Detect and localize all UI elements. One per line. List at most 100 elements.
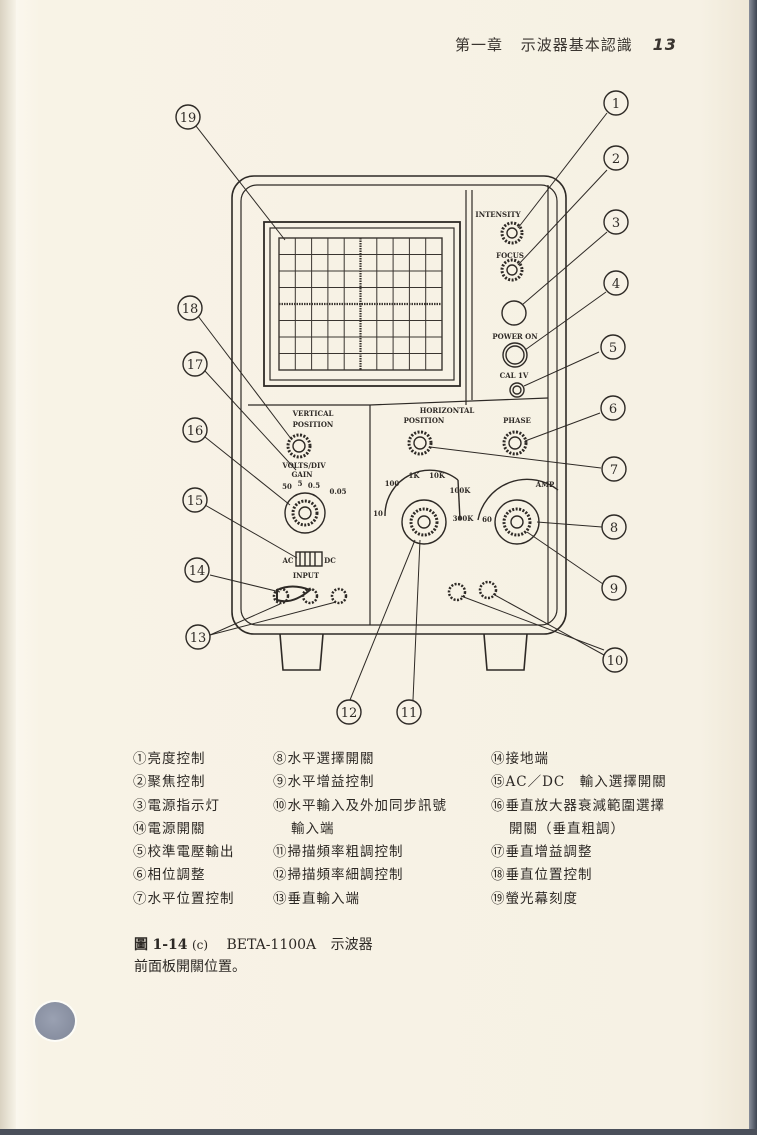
svg-text:300K: 300K	[453, 514, 475, 523]
svg-text:17: 17	[187, 358, 204, 373]
callout-2: 2	[603, 145, 629, 171]
legend-column-2: ⑧水平選擇開關 ⑨水平增益控制 ⑩水平輸入及外加同步訊號 輸入端 ⑪掃描頻率粗調…	[273, 748, 447, 911]
chapter-title: 示波器基本認識	[520, 36, 633, 54]
svg-text:15: 15	[187, 494, 204, 509]
legend-item: ⑮AC／DC 輸入選擇開關	[491, 774, 667, 791]
screen-bezel-inner	[269, 227, 455, 381]
legend-column-1: ①亮度控制 ②聚焦控制 ③電源指示灯 ⑭電源開關 ⑤校準電壓輸出 ⑥相位調整 ⑦…	[133, 748, 235, 911]
svg-text:6: 6	[609, 402, 617, 417]
legend-item: ⑬垂直輸入端	[273, 890, 360, 907]
legend-item: ②聚焦控制	[133, 774, 206, 791]
external-sync-terminal	[478, 580, 498, 600]
sweep-coarse-knob	[401, 499, 447, 545]
svg-text:10: 10	[607, 654, 624, 669]
svg-text:100K: 100K	[450, 486, 472, 495]
screen-bezel-outer	[263, 221, 461, 387]
caption-line-2: 前面板開關位置。	[134, 959, 246, 975]
callout-12: 12	[336, 699, 362, 725]
intensity-knob	[500, 221, 524, 245]
svg-text:1: 1	[612, 97, 620, 112]
callout-14: 14	[184, 557, 210, 583]
legend-item: ⑭電源開關	[133, 820, 206, 837]
focus-knob	[500, 258, 524, 282]
svg-text:11: 11	[401, 706, 418, 721]
figure-number: 1-14	[152, 937, 188, 953]
vertical-input-terminal-2	[330, 587, 348, 605]
legend-item-continuation: 輸入端	[291, 820, 335, 837]
svg-text:5: 5	[609, 341, 617, 356]
callout-7: 7	[601, 456, 627, 482]
horizontal-gain-knob	[494, 499, 540, 545]
vertical-position-knob	[286, 433, 312, 459]
label-horizontal-position: POSITION	[404, 416, 445, 425]
callout-3: 3	[603, 209, 629, 235]
callout-18: 18	[177, 295, 203, 321]
legend-item: ①亮度控制	[133, 751, 206, 767]
callout-9: 9	[601, 575, 627, 601]
label-vertical-position: POSITION	[293, 420, 334, 429]
legend-item: ⑨水平增益控制	[273, 774, 375, 791]
page-number: 13	[652, 35, 677, 54]
legend-item: ⑯垂直放大器衰減範圍選擇	[491, 797, 665, 814]
callout-8: 8	[601, 514, 627, 540]
label-vertical: VERTICAL	[292, 409, 334, 418]
callout-leaders	[195, 112, 608, 701]
svg-text:5: 5	[298, 479, 303, 488]
legend-item: ⑦水平位置控制	[133, 890, 235, 907]
callout-markers: 1 2 3 4 5 6 7 8 9 10 11 12 13 14 15 16 1…	[175, 90, 629, 725]
svg-text:0.5: 0.5	[308, 481, 320, 490]
label-horizontal: HORIZONTAL	[420, 406, 475, 415]
ac-dc-switch	[295, 551, 323, 567]
svg-text:8: 8	[610, 521, 618, 536]
legend-item: ⑭接地端	[491, 751, 549, 767]
label-dc: DC	[324, 556, 336, 565]
callout-4: 4	[603, 270, 629, 296]
legend-item: ⑧水平選擇開關	[273, 751, 375, 767]
svg-text:1K: 1K	[409, 471, 421, 480]
running-header: 第一章 示波器基本認識 13	[455, 34, 677, 55]
label-gain: GAIN	[291, 470, 313, 479]
oscilloscope-diagram: INTENSITY FOCUS POWER ON CAL 1V VERTICAL…	[175, 90, 629, 725]
label-volts-div: VOLTS/DIV	[281, 461, 326, 470]
left-foot	[279, 633, 324, 671]
legend-item: ⑱垂直位置控制	[491, 867, 593, 884]
legend-item: ⑤校準電壓輸出	[133, 844, 235, 861]
label-input: INPUT	[293, 571, 320, 580]
model-name: BETA-1100A	[226, 937, 317, 953]
legend-item: ⑰垂直增益調整	[491, 844, 593, 861]
legend-item: ⑥相位調整	[133, 867, 206, 884]
svg-text:7: 7	[610, 463, 618, 478]
callout-6: 6	[600, 395, 626, 421]
vertical-input-terminal	[272, 587, 290, 605]
legend-item: ⑩水平輸入及外加同步訊號	[273, 797, 447, 814]
callout-11: 11	[396, 699, 422, 725]
callout-19: 19	[175, 104, 201, 130]
cabinet-inner	[240, 184, 558, 626]
legend-item: ⑫掃描頻率細調控制	[273, 867, 404, 884]
svg-text:18: 18	[182, 302, 199, 317]
page-edge	[749, 0, 757, 1135]
device-name: 示波器	[330, 937, 373, 953]
page-bottom-edge	[0, 1129, 757, 1135]
svg-text:10K: 10K	[429, 471, 446, 480]
label-intensity: INTENSITY	[475, 210, 521, 219]
power-indicator-lamp	[501, 300, 527, 326]
callout-15: 15	[182, 487, 208, 513]
label-focus: FOCUS	[496, 251, 524, 260]
callout-5: 5	[600, 334, 626, 360]
svg-text:50: 50	[282, 482, 292, 491]
label-phase: PHASE	[503, 416, 531, 425]
svg-text:19: 19	[180, 111, 197, 126]
chapter-label: 第一章	[455, 36, 504, 54]
svg-text:10: 10	[373, 509, 383, 518]
figure-caption: 圖 1-14 (c) BETA-1100A 示波器 前面板開關位置。	[134, 934, 373, 978]
legend-item: ⑲螢光幕刻度	[491, 890, 578, 907]
caption-prefix: 圖	[134, 937, 148, 953]
screen-graticule	[278, 237, 443, 371]
label-amp: AMP	[535, 480, 555, 489]
legend-column-3: ⑭接地端 ⑮AC／DC 輸入選擇開關 ⑯垂直放大器衰減範圍選擇 開關（垂直粗調）…	[491, 748, 667, 911]
legend-item: ⑪掃描頻率粗調控制	[273, 844, 404, 861]
svg-text:12: 12	[341, 706, 358, 721]
sweep-scale-arc	[384, 469, 459, 517]
